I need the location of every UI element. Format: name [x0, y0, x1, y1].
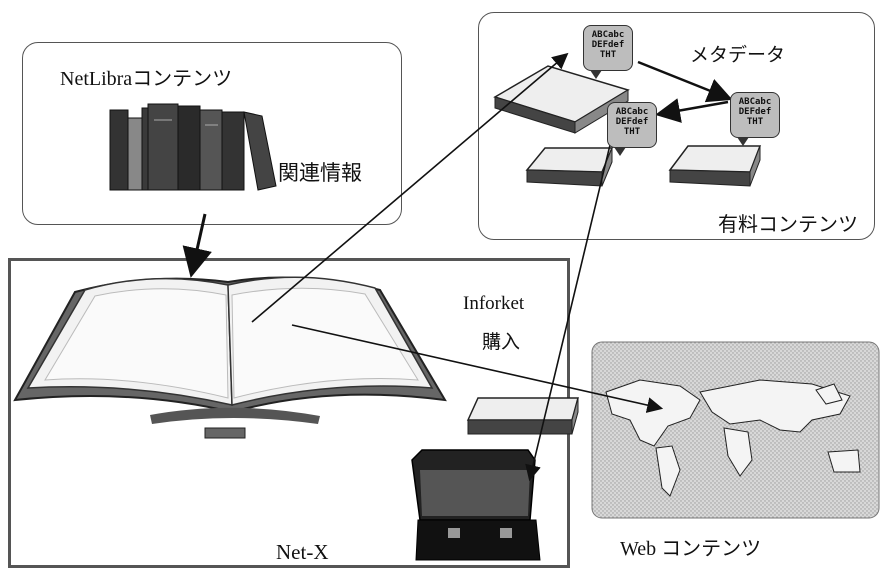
paid-book-2-icon	[525, 147, 614, 187]
purchase-label: 購入	[482, 331, 521, 353]
book-to-web-arrow	[291, 324, 664, 413]
metadata-link-arrow-2	[655, 98, 729, 123]
netlibra-title: NetLibraコンテンツ	[60, 68, 233, 90]
metadata-bubble-3: ABCabc DEFdef THT	[730, 92, 780, 146]
purchased-book-icon	[466, 397, 579, 435]
paid-book-3-icon	[668, 145, 762, 187]
briefcase-icon	[411, 449, 541, 561]
world-map-icon	[591, 341, 880, 519]
metadata-link-arrow-1	[637, 60, 733, 103]
inforket-label: Inforket	[463, 293, 525, 314]
paid-contents-box	[478, 12, 875, 240]
netlibra-box	[22, 42, 402, 225]
metadata-to-briefcase-arrow	[525, 144, 611, 482]
paid-contents-title: 有料コンテンツ	[718, 212, 858, 236]
netlibra-to-book-arrow	[182, 213, 212, 278]
metadata-label: メタデータ	[690, 44, 786, 66]
bookshelf-icon	[109, 103, 277, 191]
open-book-icon	[13, 276, 447, 439]
related-info-label: 関連情報	[278, 161, 362, 185]
metadata-bubble-1: ABCabc DEFdef THT	[583, 25, 633, 79]
netx-label: Net-X	[276, 540, 329, 564]
paid-book-1-icon	[493, 65, 630, 134]
book-to-metadata-arrow	[251, 52, 569, 323]
web-contents-title: Web コンテンツ	[620, 538, 762, 560]
metadata-bubble-2: ABCabc DEFdef THT	[607, 102, 657, 156]
